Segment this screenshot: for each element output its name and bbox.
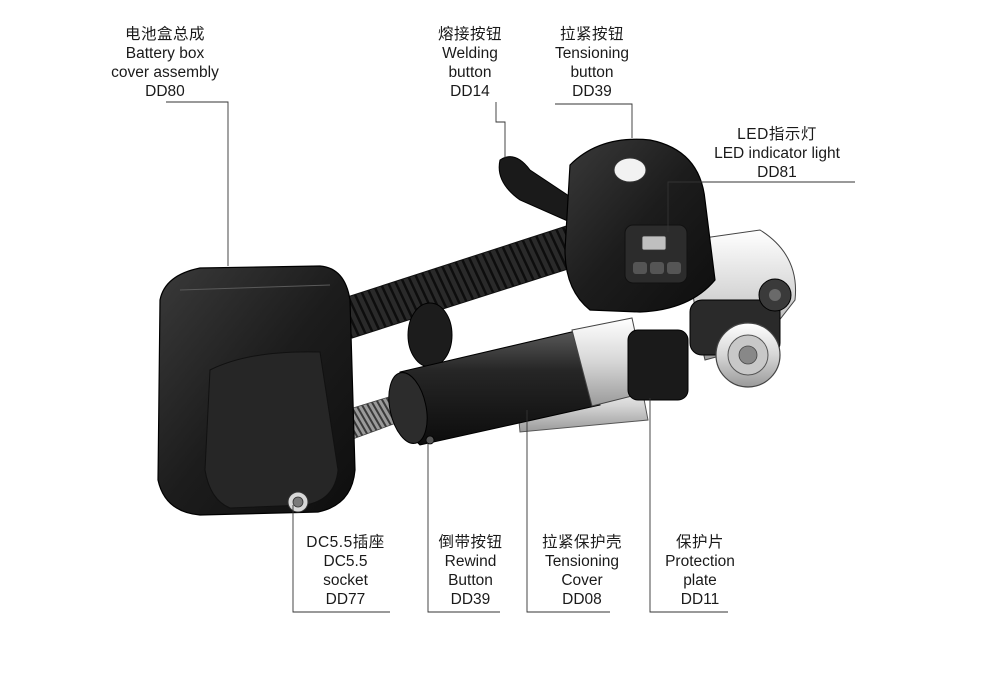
tool-illustration — [157, 138, 797, 516]
top-knob-center — [769, 289, 781, 301]
callout-welding-button: 熔接按钮 Welding button DD14 — [415, 25, 525, 101]
leader-led — [667, 181, 855, 232]
callout-cn: 拉紧保护壳 — [541, 534, 622, 551]
leader-protection-plate — [649, 398, 728, 613]
dc-socket-inner — [292, 496, 304, 508]
callout-en-2: socket — [323, 572, 368, 589]
battery-box-face — [204, 351, 339, 509]
callout-en-1: Tensioning — [554, 45, 630, 62]
tensioning-button-knob — [613, 157, 647, 183]
callout-protection-plate: 保护片 Protection plate DD11 — [650, 533, 750, 609]
callout-cn: 电池盒总成 — [124, 26, 205, 43]
led-indicator — [641, 235, 667, 251]
rewind-button-dot — [425, 435, 435, 445]
callout-en-1: Battery box — [125, 45, 205, 62]
callout-tensioning-button: 拉紧按钮 Tensioning button DD39 — [537, 25, 647, 101]
callout-led-indicator: LED指示灯 LED indicator light DD81 — [692, 125, 862, 182]
callout-en-1: DC5.5 — [323, 553, 368, 570]
callout-code: DD11 — [680, 591, 720, 608]
panel-button-mid — [650, 262, 664, 274]
leader-tension-cover — [526, 410, 610, 613]
callout-en-2: button — [448, 64, 492, 81]
leader-lines — [166, 101, 855, 613]
callout-rewind-button: 倒带按钮 Rewind Button DD39 — [428, 533, 513, 609]
rear-cylinder — [407, 302, 453, 368]
callout-cn: 熔接按钮 — [437, 26, 502, 43]
led-panel — [624, 224, 688, 284]
leader-welding — [495, 102, 506, 158]
callout-code: DD14 — [450, 83, 490, 100]
callout-cn: 拉紧按钮 — [559, 26, 624, 43]
panel-button-left — [633, 262, 647, 274]
gear-housing — [627, 329, 689, 401]
callout-code: DD77 — [325, 591, 366, 608]
callout-en-2: button — [570, 64, 614, 81]
callout-en-2: cover assembly — [111, 64, 219, 81]
panel-button-right — [667, 262, 681, 274]
callout-code: DD80 — [145, 83, 185, 100]
callout-en-2: plate — [683, 572, 717, 589]
leader-battery — [166, 101, 229, 266]
callout-cn: 保护片 — [675, 534, 724, 551]
callout-code: DD08 — [562, 591, 602, 608]
leader-rewind — [427, 444, 500, 613]
feed-wheel-hub — [738, 345, 758, 365]
callout-code: DD39 — [572, 83, 612, 100]
callout-tensioning-cover: 拉紧保护壳 Tensioning Cover DD08 — [527, 533, 637, 609]
callout-code: DD81 — [757, 164, 797, 181]
callout-en-2: Cover — [561, 572, 603, 589]
callout-battery-box: 电池盒总成 Battery box cover assembly DD80 — [85, 25, 245, 101]
callout-en-1: Tensioning — [544, 553, 620, 570]
callout-dc-socket: DC5.5插座 DC5.5 socket DD77 — [293, 533, 398, 609]
callout-en-1: Rewind — [444, 553, 497, 570]
callout-en-1: Protection — [665, 553, 735, 570]
callout-code: DD39 — [450, 591, 491, 608]
leader-tension-button — [555, 103, 633, 138]
battery-box-edge — [179, 284, 331, 291]
callout-cn: DC5.5插座 — [306, 534, 385, 551]
leader-dc-socket — [292, 505, 390, 613]
callout-en-2: Button — [448, 572, 493, 589]
ribbed-handle — [337, 219, 595, 339]
callout-en-1: LED indicator light — [714, 145, 840, 162]
motor-end-cap — [388, 372, 428, 444]
welding-lever — [498, 156, 576, 223]
callout-en-1: Welding — [442, 45, 498, 62]
callout-cn: 倒带按钮 — [438, 534, 503, 551]
callout-cn: LED指示灯 — [737, 126, 817, 143]
